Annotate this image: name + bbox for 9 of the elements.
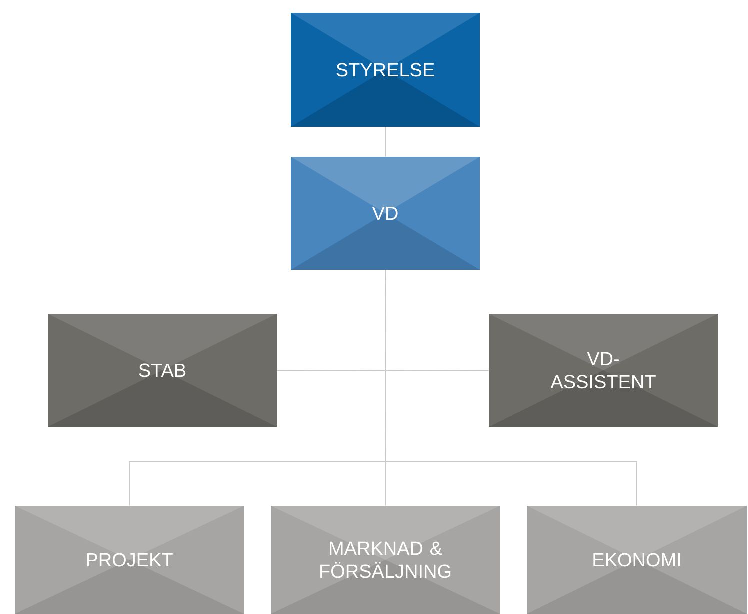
connector-line (385, 270, 638, 506)
org-box: STAB (48, 314, 277, 427)
connector-line (385, 126, 386, 158)
org-box: PROJEKT (15, 506, 244, 614)
org-box: MARKNAD & FÖRSÄLJNING (271, 506, 500, 614)
org-box: VD-ASSISTENT (489, 314, 718, 427)
org-box: EKONOMI (527, 506, 747, 614)
org-box: STYRELSE (291, 13, 480, 127)
org-box: VD (291, 157, 480, 270)
